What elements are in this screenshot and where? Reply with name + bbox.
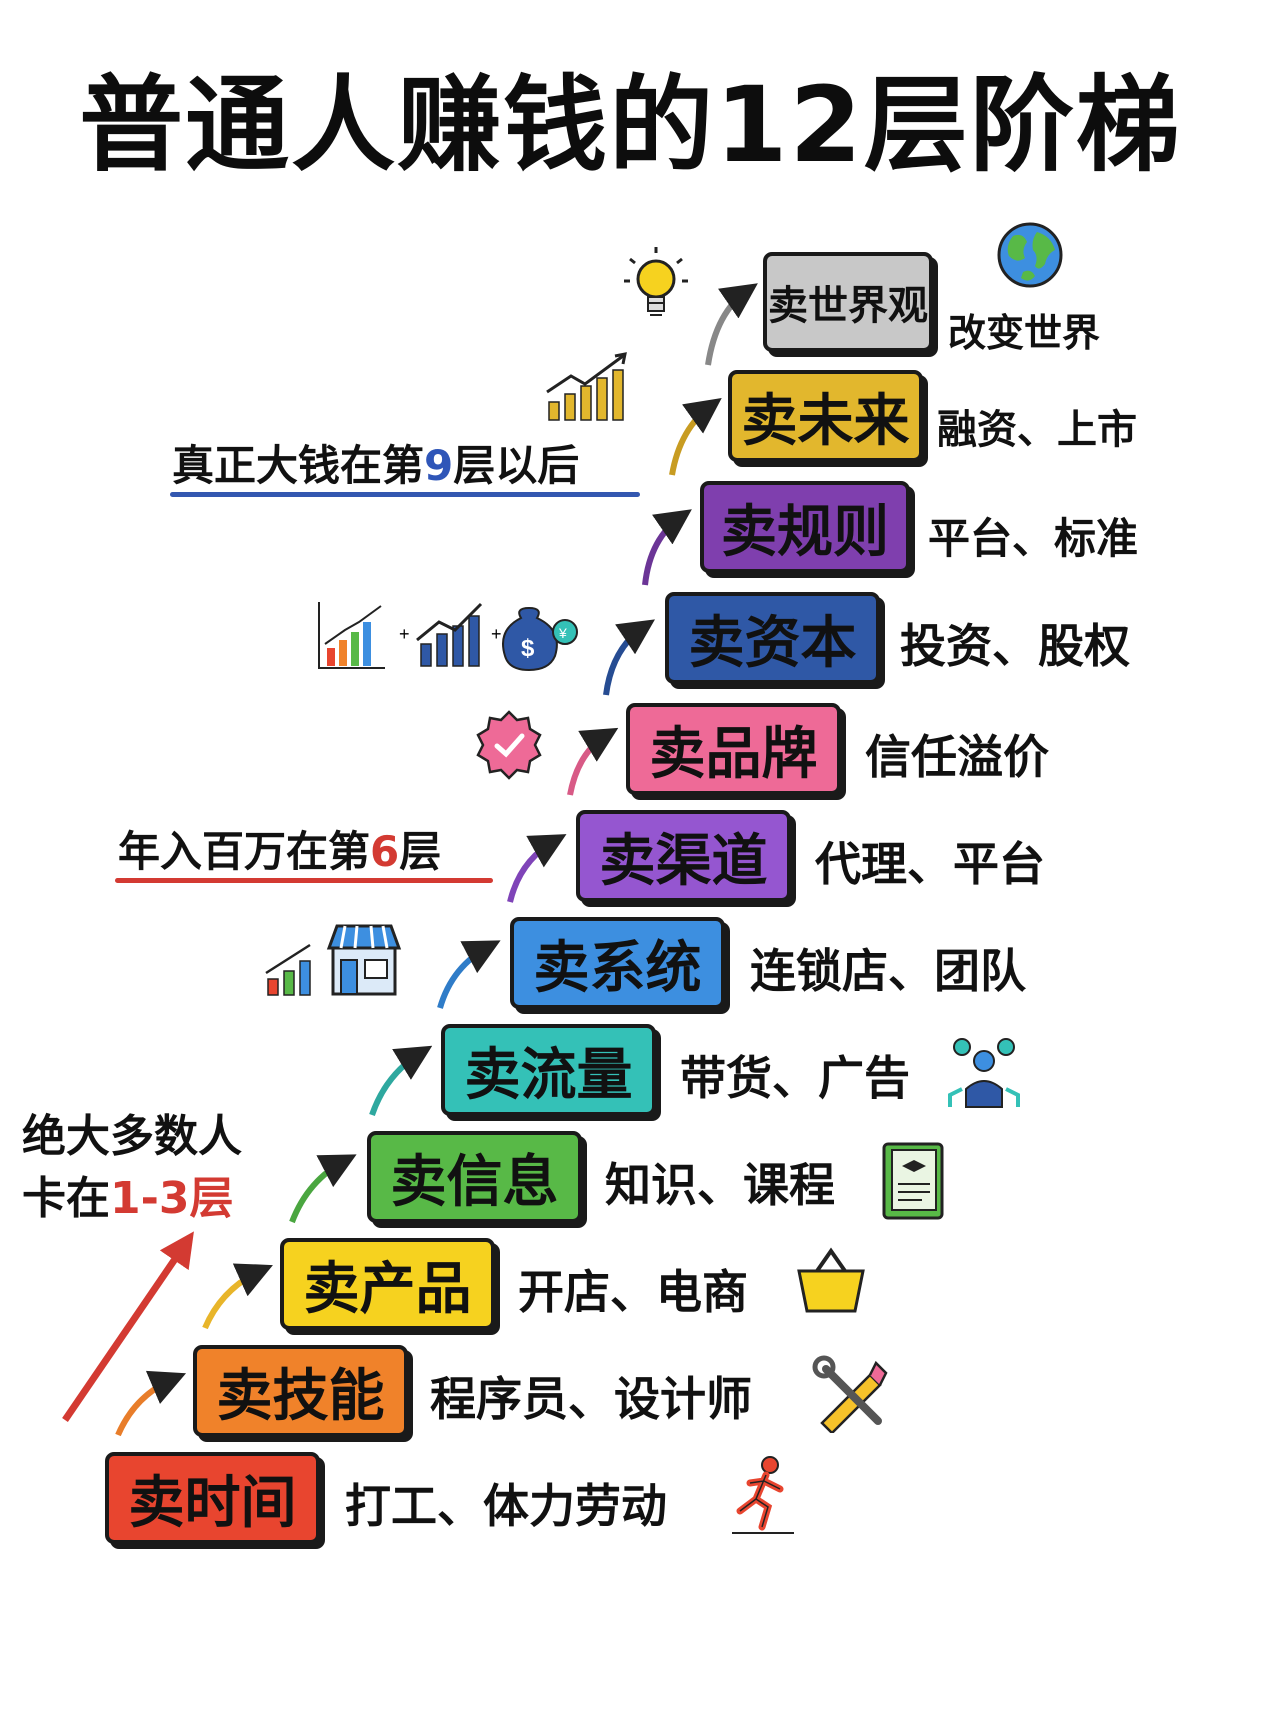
arrow-4-5 (369, 1045, 433, 1116)
step-5: 卖流量 (441, 1024, 656, 1116)
step-8: 卖品牌 (626, 703, 841, 795)
arrow-7-8 (567, 727, 619, 796)
step-9-desc: 投资、股权 (900, 619, 1130, 673)
note-big-money: 真正大钱在第9层以后 (172, 441, 580, 490)
svg-text:$: $ (521, 635, 535, 662)
arrow-8-9 (603, 619, 655, 696)
book-icon (882, 1142, 944, 1220)
step-12: 卖世界观 (763, 252, 933, 352)
lightbulb-icon (624, 247, 688, 316)
arrow-1-2 (115, 1370, 187, 1437)
arrow-6-7 (507, 834, 567, 903)
step-12-desc: 改变世界 (948, 311, 1101, 355)
step-4-desc: 知识、课程 (605, 1158, 835, 1212)
arrow-2-3 (202, 1263, 273, 1330)
step-1-desc: 打工、体力劳动 (345, 1479, 667, 1533)
underline-red (115, 878, 493, 883)
step-11: 卖未来 (728, 370, 923, 462)
step-11-desc: 融资、上市 (937, 407, 1137, 453)
chart-bars-icon: + + $ ¥ (318, 602, 578, 672)
arrow-5-6 (437, 940, 501, 1009)
step-7-desc: 代理、平台 (815, 837, 1045, 891)
svg-text:+: + (491, 624, 502, 644)
step-3: 卖产品 (280, 1238, 495, 1330)
step-6: 卖系统 (510, 917, 725, 1009)
note-most-people-1: 绝大多数人 (22, 1111, 242, 1162)
arrow-3-4 (289, 1154, 357, 1224)
basket-icon (797, 1247, 865, 1313)
step-10: 卖规则 (700, 481, 910, 573)
step-1: 卖时间 (105, 1452, 320, 1544)
chart-icon (265, 943, 311, 996)
people-icon (948, 1038, 1020, 1108)
arrow-9-10 (642, 509, 692, 586)
globe-icon (997, 222, 1063, 288)
step-2-desc: 程序员、设计师 (430, 1372, 752, 1426)
svg-text:+: + (399, 624, 410, 644)
svg-text:¥: ¥ (558, 625, 567, 641)
arrow-10-11 (669, 397, 722, 476)
shop-icon (326, 924, 402, 996)
step-8-desc: 信任溢价 (865, 730, 1049, 784)
step-10-desc: 平台、标准 (928, 514, 1139, 563)
step-9: 卖资本 (665, 592, 880, 684)
step-4: 卖信息 (367, 1131, 582, 1223)
step-2: 卖技能 (193, 1345, 408, 1437)
step-7: 卖渠道 (576, 810, 791, 902)
tools-icon (812, 1355, 888, 1433)
underline-blue (170, 492, 640, 497)
badge-icon (476, 710, 542, 780)
step-6-desc: 连锁店、团队 (750, 944, 1026, 998)
note-most-people-2: 卡在1-3层 (22, 1173, 234, 1224)
page-title: 普通人赚钱的12层阶梯 (79, 64, 1182, 186)
growth-chart-icon (546, 352, 627, 421)
step-5-desc: 带货、广告 (680, 1051, 910, 1105)
arrow-11-12 (705, 283, 758, 366)
red-arrow (62, 1231, 194, 1422)
step-3-desc: 开店、电商 (518, 1265, 748, 1319)
note-million: 年入百万在第6层 (118, 827, 442, 876)
runner-icon (732, 1456, 794, 1534)
